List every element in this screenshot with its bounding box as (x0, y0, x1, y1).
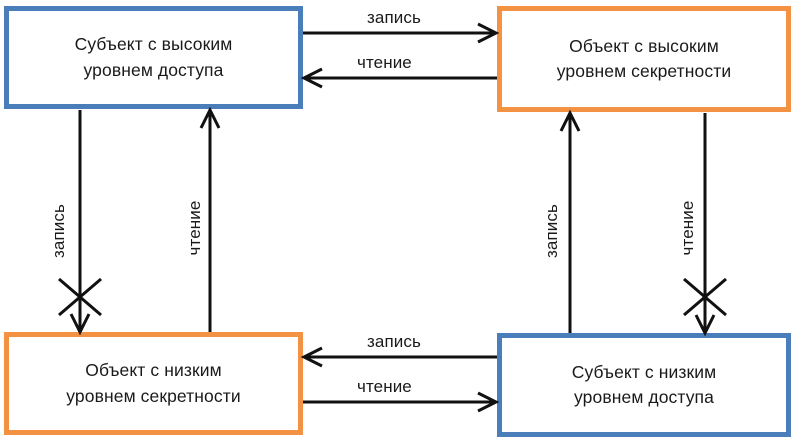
blocked-cross-left (58, 277, 102, 317)
edge-label-top-write: запись (367, 8, 421, 27)
edge-label-right-read: чтение (678, 200, 697, 256)
edge-label-bottom-read: чтение (357, 377, 412, 396)
node-subject-high-label: Субъект с высоким уровнем доступа (74, 34, 233, 80)
node-subject-low[interactable]: Субъект с низким уровнем доступа (497, 333, 791, 437)
node-subject-low-label: Субъект с низким уровнем доступа (571, 361, 717, 407)
blocked-cross-right (683, 277, 727, 317)
node-object-low-label: Объект с низким уровнем секретности (66, 360, 241, 406)
node-object-high[interactable]: Объект с высоким уровнем секретности (497, 6, 791, 112)
edge-label-right-write: запись (542, 204, 561, 258)
edge-label-left-read: чтение (185, 200, 204, 256)
arrow-right-write (559, 109, 581, 333)
node-subject-high[interactable]: Субъект с высоким уровнем доступа (4, 6, 303, 109)
edge-label-bottom-write: запись (367, 332, 421, 351)
edge-label-left-write: запись (49, 204, 68, 258)
edge-label-top-read: чтение (357, 53, 412, 72)
node-object-high-label: Объект с высоким уровнем секретности (556, 35, 732, 81)
node-object-low[interactable]: Объект с низким уровнем секретности (4, 332, 303, 435)
